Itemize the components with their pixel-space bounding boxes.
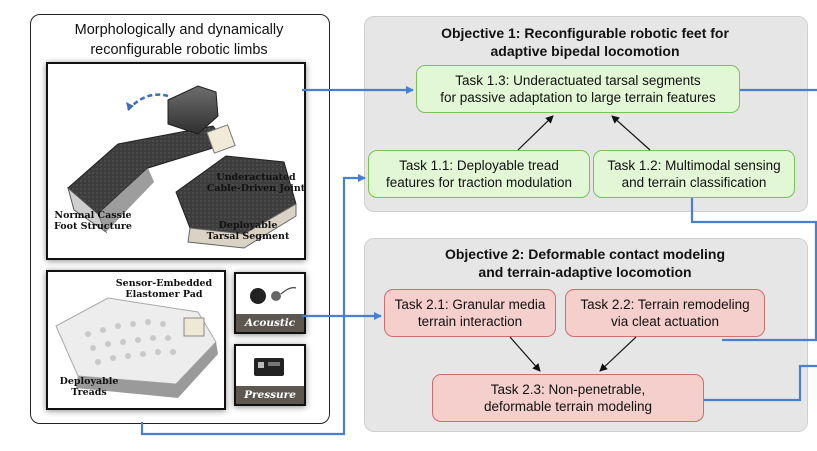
pressure-sensor-photo: Pressure	[234, 344, 306, 406]
deployable-treads-label: Deployable Treads	[59, 376, 119, 398]
sensor-pad-illustration	[55, 297, 218, 398]
pressure-sensor-icon	[254, 358, 284, 376]
task-1-3-line1: Task 1.3: Underactuated tarsal segments	[455, 73, 701, 88]
task-2-1-line2: terrain interaction	[417, 314, 523, 329]
elastomer-pad-label: Sensor-Embedded Elastomer Pad	[115, 278, 213, 300]
robotic-foot-photo: Underactuated Cable-Driven Joint Normal …	[46, 62, 306, 260]
arrow-task-2-1-to-2-3	[509, 336, 541, 372]
task-1-1-box: Task 1.1: Deployable tread features for …	[368, 150, 590, 198]
objective2-title: Objective 2: Deformable contact modeling…	[444, 246, 726, 280]
cable-joint-label: Underactuated Cable-Driven Joint	[206, 172, 306, 194]
task-2-2-line2: via cleat actuation	[610, 314, 720, 329]
robotic-limbs-title: Morphologically and dynamically reconfig…	[30, 20, 328, 60]
robotic-limbs-title-line1: Morphologically and dynamically	[74, 22, 284, 38]
connector-bottom-to-task-1-1	[140, 174, 366, 436]
acoustic-label: Acoustic	[236, 314, 304, 332]
cassie-foot-label: Normal Cassie Foot Structure	[54, 210, 132, 232]
task-2-1-line1: Task 2.1: Granular media	[394, 297, 546, 312]
arrow-task-1-1-to-1-3	[517, 115, 554, 151]
task-1-2-line1: Task 1.2: Multimodal sensing	[607, 158, 781, 173]
acoustic-sensor-photo: Acoustic	[234, 272, 306, 334]
arrow-task-2-2-to-2-3	[599, 336, 637, 372]
objective1-title: Objective 1: Reconfigurable robotic feet…	[441, 25, 729, 59]
connector-task-2-3-exit	[704, 364, 817, 402]
task-1-2-line2: and terrain classification	[621, 175, 767, 190]
tarsal-segment-label: Deployable Tarsal Segment	[206, 220, 290, 242]
task-2-3-line1: Task 2.3: Non-penetrable,	[490, 382, 646, 397]
arrow-task-1-2-to-1-3	[611, 115, 651, 151]
task-2-1-box: Task 2.1: Granular media terrain interac…	[384, 289, 556, 337]
sensor-pad-photo: Sensor-Embedded Elastomer Pad Deployable…	[46, 270, 226, 410]
task-2-3-box: Task 2.3: Non-penetrable, deformable ter…	[432, 374, 704, 422]
task-1-1-line1: Task 1.1: Deployable tread	[399, 158, 559, 173]
task-2-2-box: Task 2.2: Terrain remodeling via cleat a…	[565, 289, 765, 337]
task-1-3-box: Task 1.3: Underactuated tarsal segments …	[416, 65, 740, 113]
task-2-3-line2: deformable terrain modeling	[483, 399, 653, 414]
task-1-3-line2: for passive adaptation to large terrain …	[440, 90, 716, 105]
pressure-label: Pressure	[236, 386, 304, 404]
task-1-2-box: Task 1.2: Multimodal sensing and terrain…	[593, 150, 795, 198]
robotic-foot-illustration	[67, 85, 297, 249]
robotic-limbs-title-line2: reconfigurable robotic limbs	[90, 42, 268, 58]
connector-task-1-2-exit	[690, 198, 817, 342]
task-1-1-line2: features for traction modulation	[385, 175, 573, 190]
acoustic-sensor-icon	[250, 287, 297, 304]
task-2-2-line1: Task 2.2: Terrain remodeling	[580, 297, 750, 312]
